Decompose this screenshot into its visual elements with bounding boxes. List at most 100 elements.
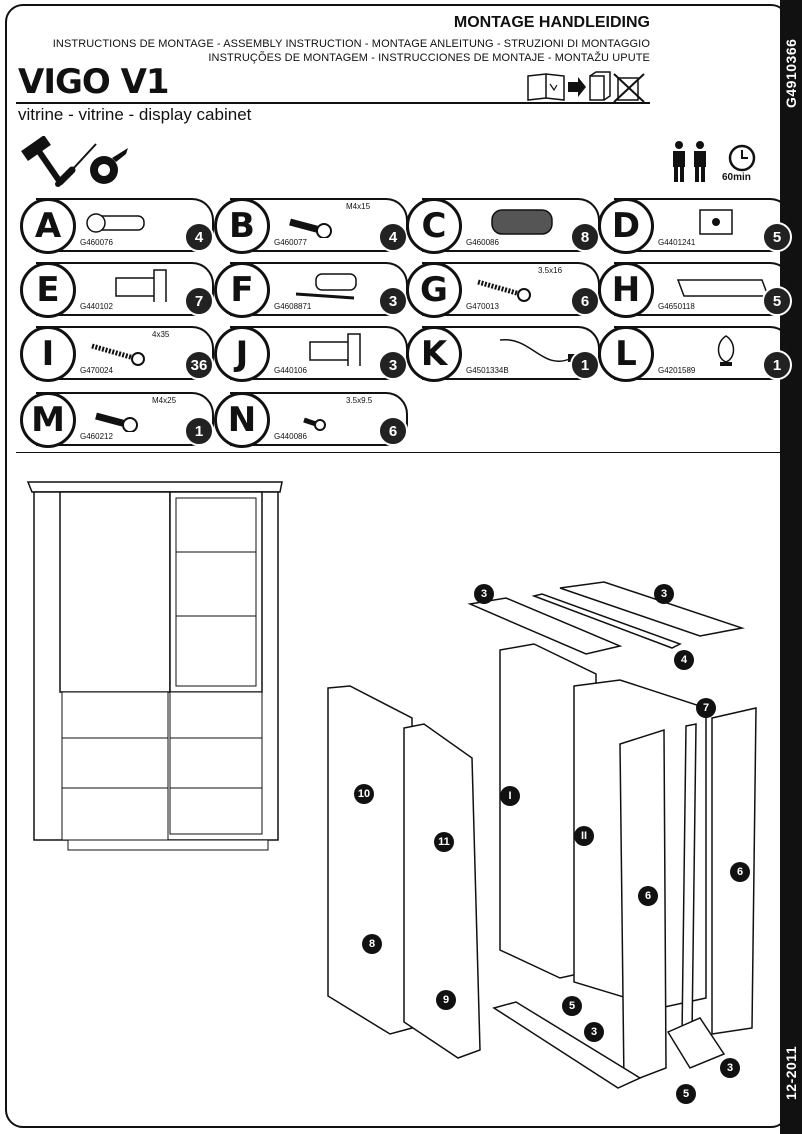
part-quantity: 3 <box>378 350 408 380</box>
part-letter: G <box>406 262 462 318</box>
bolt-icon <box>95 412 138 432</box>
doc-code: G4910366 <box>783 38 799 108</box>
part-card-j: J G440106 3 <box>214 326 408 382</box>
two-persons-icon <box>673 141 706 182</box>
part-number-label: 3 <box>654 584 674 604</box>
screw-icon <box>477 279 531 302</box>
part-letter: M <box>20 392 76 448</box>
part-letter: L <box>598 326 654 382</box>
part-code: G440102 <box>80 302 113 311</box>
part-number-label: 10 <box>354 784 374 804</box>
part-letter: H <box>598 262 654 318</box>
page-title: MONTAGE HANDLEIDING <box>453 14 650 31</box>
part-quantity: 1 <box>570 350 600 380</box>
part-letter: E <box>20 262 76 318</box>
hinge-icon <box>309 333 361 366</box>
clock-icon <box>728 144 756 172</box>
part-card-d: D G4401241 5 <box>598 198 792 254</box>
part-dimension: 3.5x9.5 <box>346 396 373 405</box>
part-number-label: 5 <box>676 1084 696 1104</box>
part-quantity: 5 <box>762 286 792 316</box>
part-letter: N <box>214 392 270 448</box>
doc-date: 12-2011 <box>783 1045 799 1100</box>
part-code: G460212 <box>80 432 113 441</box>
part-number-label: 6 <box>730 862 750 882</box>
part-quantity: 36 <box>184 350 214 380</box>
part-number-label: 11 <box>434 832 454 852</box>
part-code: G440106 <box>274 366 307 375</box>
part-quantity: 4 <box>184 222 214 252</box>
part-number-label: II <box>574 826 594 846</box>
part-quantity: 3 <box>378 286 408 316</box>
part-quantity: 5 <box>762 222 792 252</box>
tape-measure-icon <box>90 148 128 184</box>
bolt-icon <box>289 218 332 238</box>
part-code: G460086 <box>466 238 499 247</box>
part-number-label: 3 <box>720 1058 740 1078</box>
part-card-e: E G440102 7 <box>20 262 214 318</box>
part-quantity: 4 <box>378 222 408 252</box>
screwdriver-icon <box>55 143 97 187</box>
part-code: G470013 <box>466 302 499 311</box>
hammer-icon <box>21 136 63 184</box>
part-code: G440086 <box>274 432 307 441</box>
part-quantity: 1 <box>184 416 214 446</box>
part-number-label: 9 <box>436 990 456 1010</box>
screw-icon <box>91 343 145 366</box>
part-letter: K <box>406 326 462 382</box>
part-letter: C <box>406 198 462 254</box>
part-letter: B <box>214 198 270 254</box>
hinge-icon <box>115 269 167 302</box>
read-manual-icon <box>527 71 645 103</box>
languages-line-1: INSTRUCTIONS DE MONTAGE - ASSEMBLY INSTR… <box>52 38 650 50</box>
cable-icon <box>499 339 578 362</box>
part-code: G4401241 <box>658 238 696 247</box>
part-card-h: H G4650118 5 <box>598 262 792 318</box>
part-number-label: 5 <box>562 996 582 1016</box>
dowel-sleeve-icon <box>86 213 145 233</box>
part-dimension: 4x35 <box>152 330 170 339</box>
part-quantity: 8 <box>570 222 600 252</box>
sidebar: G4910366 12-2011 <box>780 0 802 1134</box>
part-number-label: 7 <box>696 698 716 718</box>
product-subtitle: vitrine - vitrine - display cabinet <box>18 105 252 124</box>
part-quantity: 6 <box>570 286 600 316</box>
part-code: G460076 <box>80 238 113 247</box>
part-letter: A <box>20 198 76 254</box>
languages-line-2: INSTRUÇÕES DE MONTAGEM - INSTRUCCIONES D… <box>208 52 650 64</box>
bulb-icon <box>717 335 735 366</box>
hinge-plate-icon <box>699 209 733 235</box>
exploded-view-illustration <box>327 581 757 1089</box>
part-letter: I <box>20 326 76 382</box>
part-card-a: A G460076 4 <box>20 198 214 254</box>
part-code: G4501334B <box>466 366 509 375</box>
short-screw-icon <box>303 417 326 431</box>
part-card-l: L G4201589 1 <box>598 326 792 382</box>
header-rule <box>16 102 650 104</box>
wood-dowel-icon <box>491 209 553 235</box>
part-dimension: 3.5x16 <box>538 266 563 275</box>
part-number-label: I <box>500 786 520 806</box>
part-letter: F <box>214 262 270 318</box>
part-code: G470024 <box>80 366 113 375</box>
part-quantity: 1 <box>762 350 792 380</box>
part-letter: D <box>598 198 654 254</box>
section-divider <box>16 452 784 453</box>
part-number-label: 4 <box>674 650 694 670</box>
assembly-time: 60min <box>722 172 751 183</box>
part-code: G4650118 <box>658 302 695 311</box>
part-number-label: 3 <box>474 584 494 604</box>
part-number-label: 8 <box>362 934 382 954</box>
part-card-k: K G4501334B 1 <box>406 326 600 382</box>
part-dimension: M4x15 <box>346 202 371 211</box>
push-latch-icon <box>295 273 357 300</box>
part-code: G4201589 <box>658 366 696 375</box>
part-number-label: 3 <box>584 1022 604 1042</box>
part-quantity: 7 <box>184 286 214 316</box>
part-letter: J <box>214 326 270 382</box>
